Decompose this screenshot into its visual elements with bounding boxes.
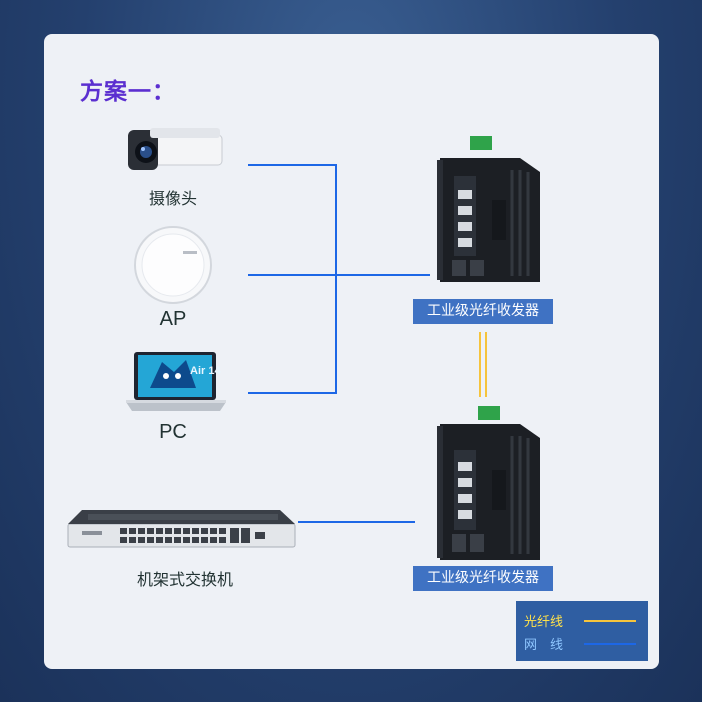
camera-icon [128,128,223,170]
legend-fiber-line [584,620,636,622]
scheme-title: 方案一： [80,79,176,105]
legend-fiber-label: 光纤线 [524,615,564,630]
network-lines [248,164,430,523]
transceiver-top-icon [437,136,540,282]
legend-network-line [584,643,636,645]
rack-switch-icon [67,510,296,548]
transceiver-top-label: 工业级光纤收发器 [413,299,553,324]
laptop-icon: Air 14 [126,352,226,411]
ap-icon [134,226,212,304]
transceiver-bottom-label: 工业级光纤收发器 [413,566,553,591]
transceiver-bottom-icon [437,406,540,560]
switch-label: 机架式交换机 [136,570,233,589]
fiber-link [479,332,487,397]
pc-label: PC [159,421,187,443]
legend-network-label: 网 线 [524,638,564,653]
laptop-screen-text: Air 14 [190,365,221,377]
ap-label: AP [159,308,187,330]
camera-label: 摄像头 [148,189,197,208]
legend: 光纤线 网 线 [516,601,648,661]
